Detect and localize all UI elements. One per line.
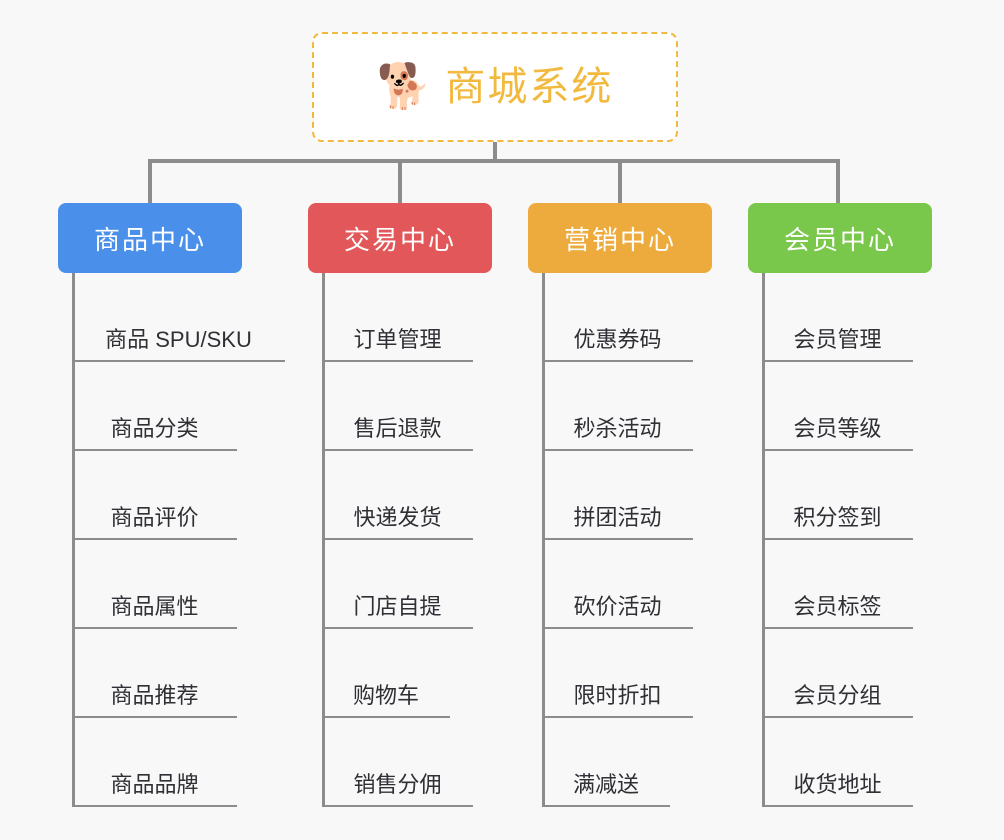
- leaf-item[interactable]: 积分签到: [762, 451, 913, 540]
- leaf-item[interactable]: 会员标签: [762, 540, 913, 629]
- category-label: 商品中心: [93, 224, 206, 255]
- leaf-label: 满减送: [572, 771, 639, 797]
- leaf-label: 商品分类: [110, 415, 199, 441]
- leaf-item[interactable]: 满减送: [542, 718, 670, 807]
- leaf-item[interactable]: 拼团活动: [542, 451, 693, 540]
- leaf-item[interactable]: 门店自提: [322, 540, 473, 629]
- leaf-label: 拼团活动: [573, 504, 662, 530]
- leaf-trunk-line: [762, 273, 765, 807]
- drop-connector-product-center: [148, 159, 152, 204]
- category-label: 营销中心: [563, 224, 676, 255]
- leaf-item[interactable]: 会员分组: [762, 629, 913, 718]
- leaf-item[interactable]: 商品分类: [72, 362, 237, 451]
- leaf-label: 积分签到: [793, 504, 882, 530]
- leaf-item[interactable]: 购物车: [322, 629, 450, 718]
- root-node-title: 商城系统: [445, 65, 614, 109]
- leaf-item[interactable]: 商品属性: [72, 540, 237, 629]
- leaf-label: 商品评价: [110, 504, 199, 530]
- leaf-item[interactable]: 限时折扣: [542, 629, 693, 718]
- leaf-label: 会员等级: [793, 415, 882, 441]
- category-label: 交易中心: [343, 224, 456, 255]
- leaf-label: 会员分组: [793, 682, 882, 708]
- leaf-item[interactable]: 秒杀活动: [542, 362, 693, 451]
- shiba-dog-face-icon: 🐕: [376, 62, 432, 111]
- leaf-trunk-line: [542, 273, 545, 807]
- leaf-item[interactable]: 商品品牌: [72, 718, 237, 807]
- leaf-label: 销售分佣: [353, 771, 442, 797]
- leaf-label: 售后退款: [353, 415, 442, 441]
- leaf-item[interactable]: 会员管理: [762, 273, 913, 362]
- horizontal-bus-connector: [148, 159, 840, 163]
- leaf-item[interactable]: 订单管理: [322, 273, 473, 362]
- leaf-item[interactable]: 快递发货: [322, 451, 473, 540]
- root-node-shopping-mall-system[interactable]: 🐕 商城系统: [312, 32, 678, 142]
- leaf-label: 会员管理: [793, 326, 882, 352]
- leaf-item[interactable]: 收货地址: [762, 718, 913, 807]
- leaf-label: 收货地址: [793, 771, 882, 797]
- leaf-trunk-line: [322, 273, 325, 807]
- leaf-label: 限时折扣: [573, 682, 662, 708]
- category-box-marketing-center[interactable]: 营销中心: [528, 203, 712, 273]
- root-stem-connector: [493, 142, 497, 163]
- leaf-item[interactable]: 售后退款: [322, 362, 473, 451]
- category-label: 会员中心: [783, 224, 896, 255]
- drop-connector-member-center: [836, 159, 840, 204]
- leaf-label: 快递发货: [353, 504, 442, 530]
- leaf-label: 砍价活动: [573, 593, 662, 619]
- leaf-label: 商品 SPU/SKU: [105, 326, 252, 352]
- leaf-item[interactable]: 商品评价: [72, 451, 237, 540]
- category-box-trade-center[interactable]: 交易中心: [308, 203, 492, 273]
- leaf-item[interactable]: 商品 SPU/SKU: [72, 273, 285, 362]
- leaf-label: 商品推荐: [110, 682, 199, 708]
- leaf-item[interactable]: 销售分佣: [322, 718, 473, 807]
- leaf-label: 秒杀活动: [573, 415, 662, 441]
- leaf-label: 订单管理: [353, 326, 442, 352]
- leaf-item[interactable]: 会员等级: [762, 362, 913, 451]
- drop-connector-marketing-center: [618, 159, 622, 204]
- leaf-item[interactable]: 商品推荐: [72, 629, 237, 718]
- drop-connector-trade-center: [398, 159, 402, 204]
- leaf-trunk-line: [72, 273, 75, 807]
- leaf-label: 优惠券码: [573, 326, 662, 352]
- category-box-product-center[interactable]: 商品中心: [58, 203, 242, 273]
- leaf-label: 门店自提: [353, 593, 442, 619]
- leaf-item[interactable]: 砍价活动: [542, 540, 693, 629]
- leaf-label: 会员标签: [793, 593, 882, 619]
- leaf-label: 商品品牌: [110, 771, 199, 797]
- leaf-item[interactable]: 优惠券码: [542, 273, 693, 362]
- leaf-label: 购物车: [352, 682, 419, 708]
- leaf-label: 商品属性: [110, 593, 199, 619]
- category-box-member-center[interactable]: 会员中心: [748, 203, 932, 273]
